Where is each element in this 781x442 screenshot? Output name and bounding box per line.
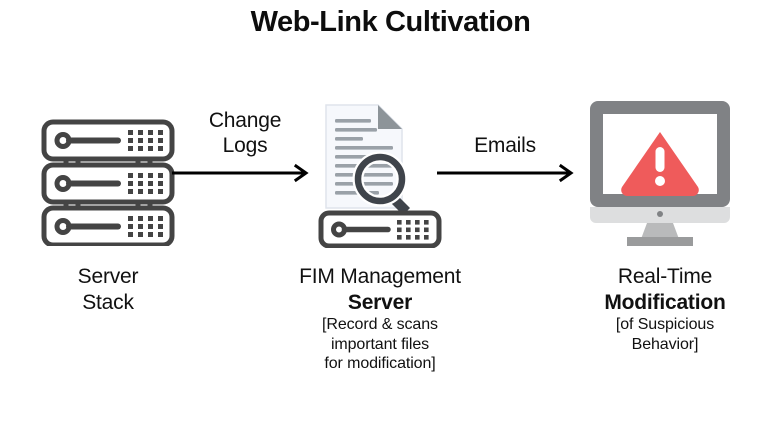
document-magnifier-server-icon: [318, 103, 442, 253]
caption-line: Behavior]: [631, 335, 699, 353]
caption-line: Stack: [82, 290, 134, 314]
server-stack-icon: [40, 118, 176, 251]
caption-line: Server: [347, 290, 413, 314]
emails-arrow: [437, 163, 577, 188]
caption-line: Server: [77, 265, 139, 288]
caption-real-time-modification: Real-Time Modification [of Suspicious Be…: [565, 264, 765, 354]
caption-server-stack: Server Stack: [18, 264, 198, 315]
caption-line: FIM Management: [299, 265, 461, 288]
caption-line: [of Suspicious: [615, 316, 715, 334]
caption-line: for modification]: [324, 355, 436, 373]
label-line: Logs: [222, 134, 268, 158]
connector-label-emails: Emails: [440, 133, 570, 158]
monitor-warning-icon: [587, 99, 733, 252]
connector-label-change-logs: Change Logs: [175, 108, 315, 158]
page-title: Web-Link Cultivation: [250, 6, 531, 38]
caption-line: [Record & scans: [322, 316, 438, 334]
caption-fim-management-server: FIM Management Server [Record & scans im…: [250, 264, 510, 374]
caption-line: Real-Time: [617, 265, 713, 288]
caption-line: important files: [330, 335, 430, 353]
caption-line: Modification: [604, 290, 726, 314]
change-logs-arrow: [172, 163, 312, 188]
label-line: Emails: [474, 134, 536, 157]
label-line: Change: [208, 109, 282, 132]
